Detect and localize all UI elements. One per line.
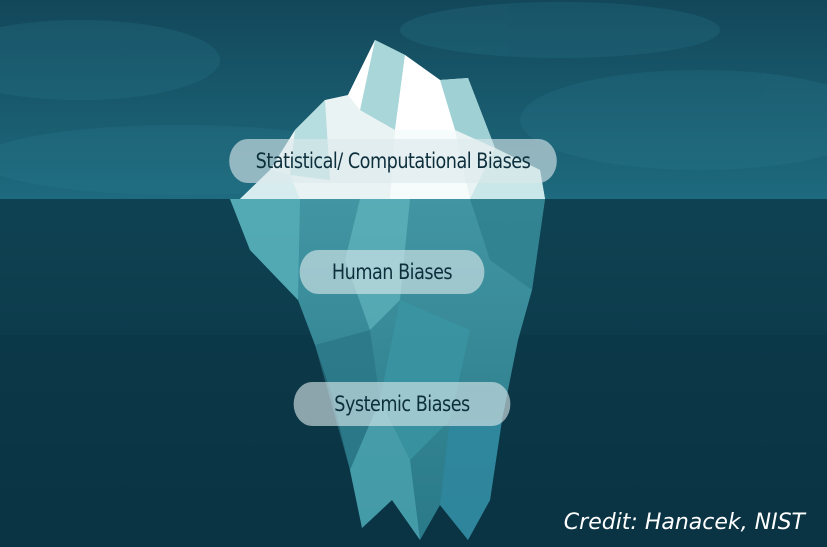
layer-label-text: Statistical/ Computational Biases [255,149,531,173]
layer-label-statistical-computational: Statistical/ Computational Biases [229,139,557,183]
credit-text: Credit: Hanacek, NIST [563,510,805,535]
layer-label-systemic: Systemic Biases [293,382,511,426]
layer-label-text: Systemic Biases [334,392,470,416]
layer-label-text: Human Biases [331,260,453,284]
layer-label-human: Human Biases [299,250,485,294]
